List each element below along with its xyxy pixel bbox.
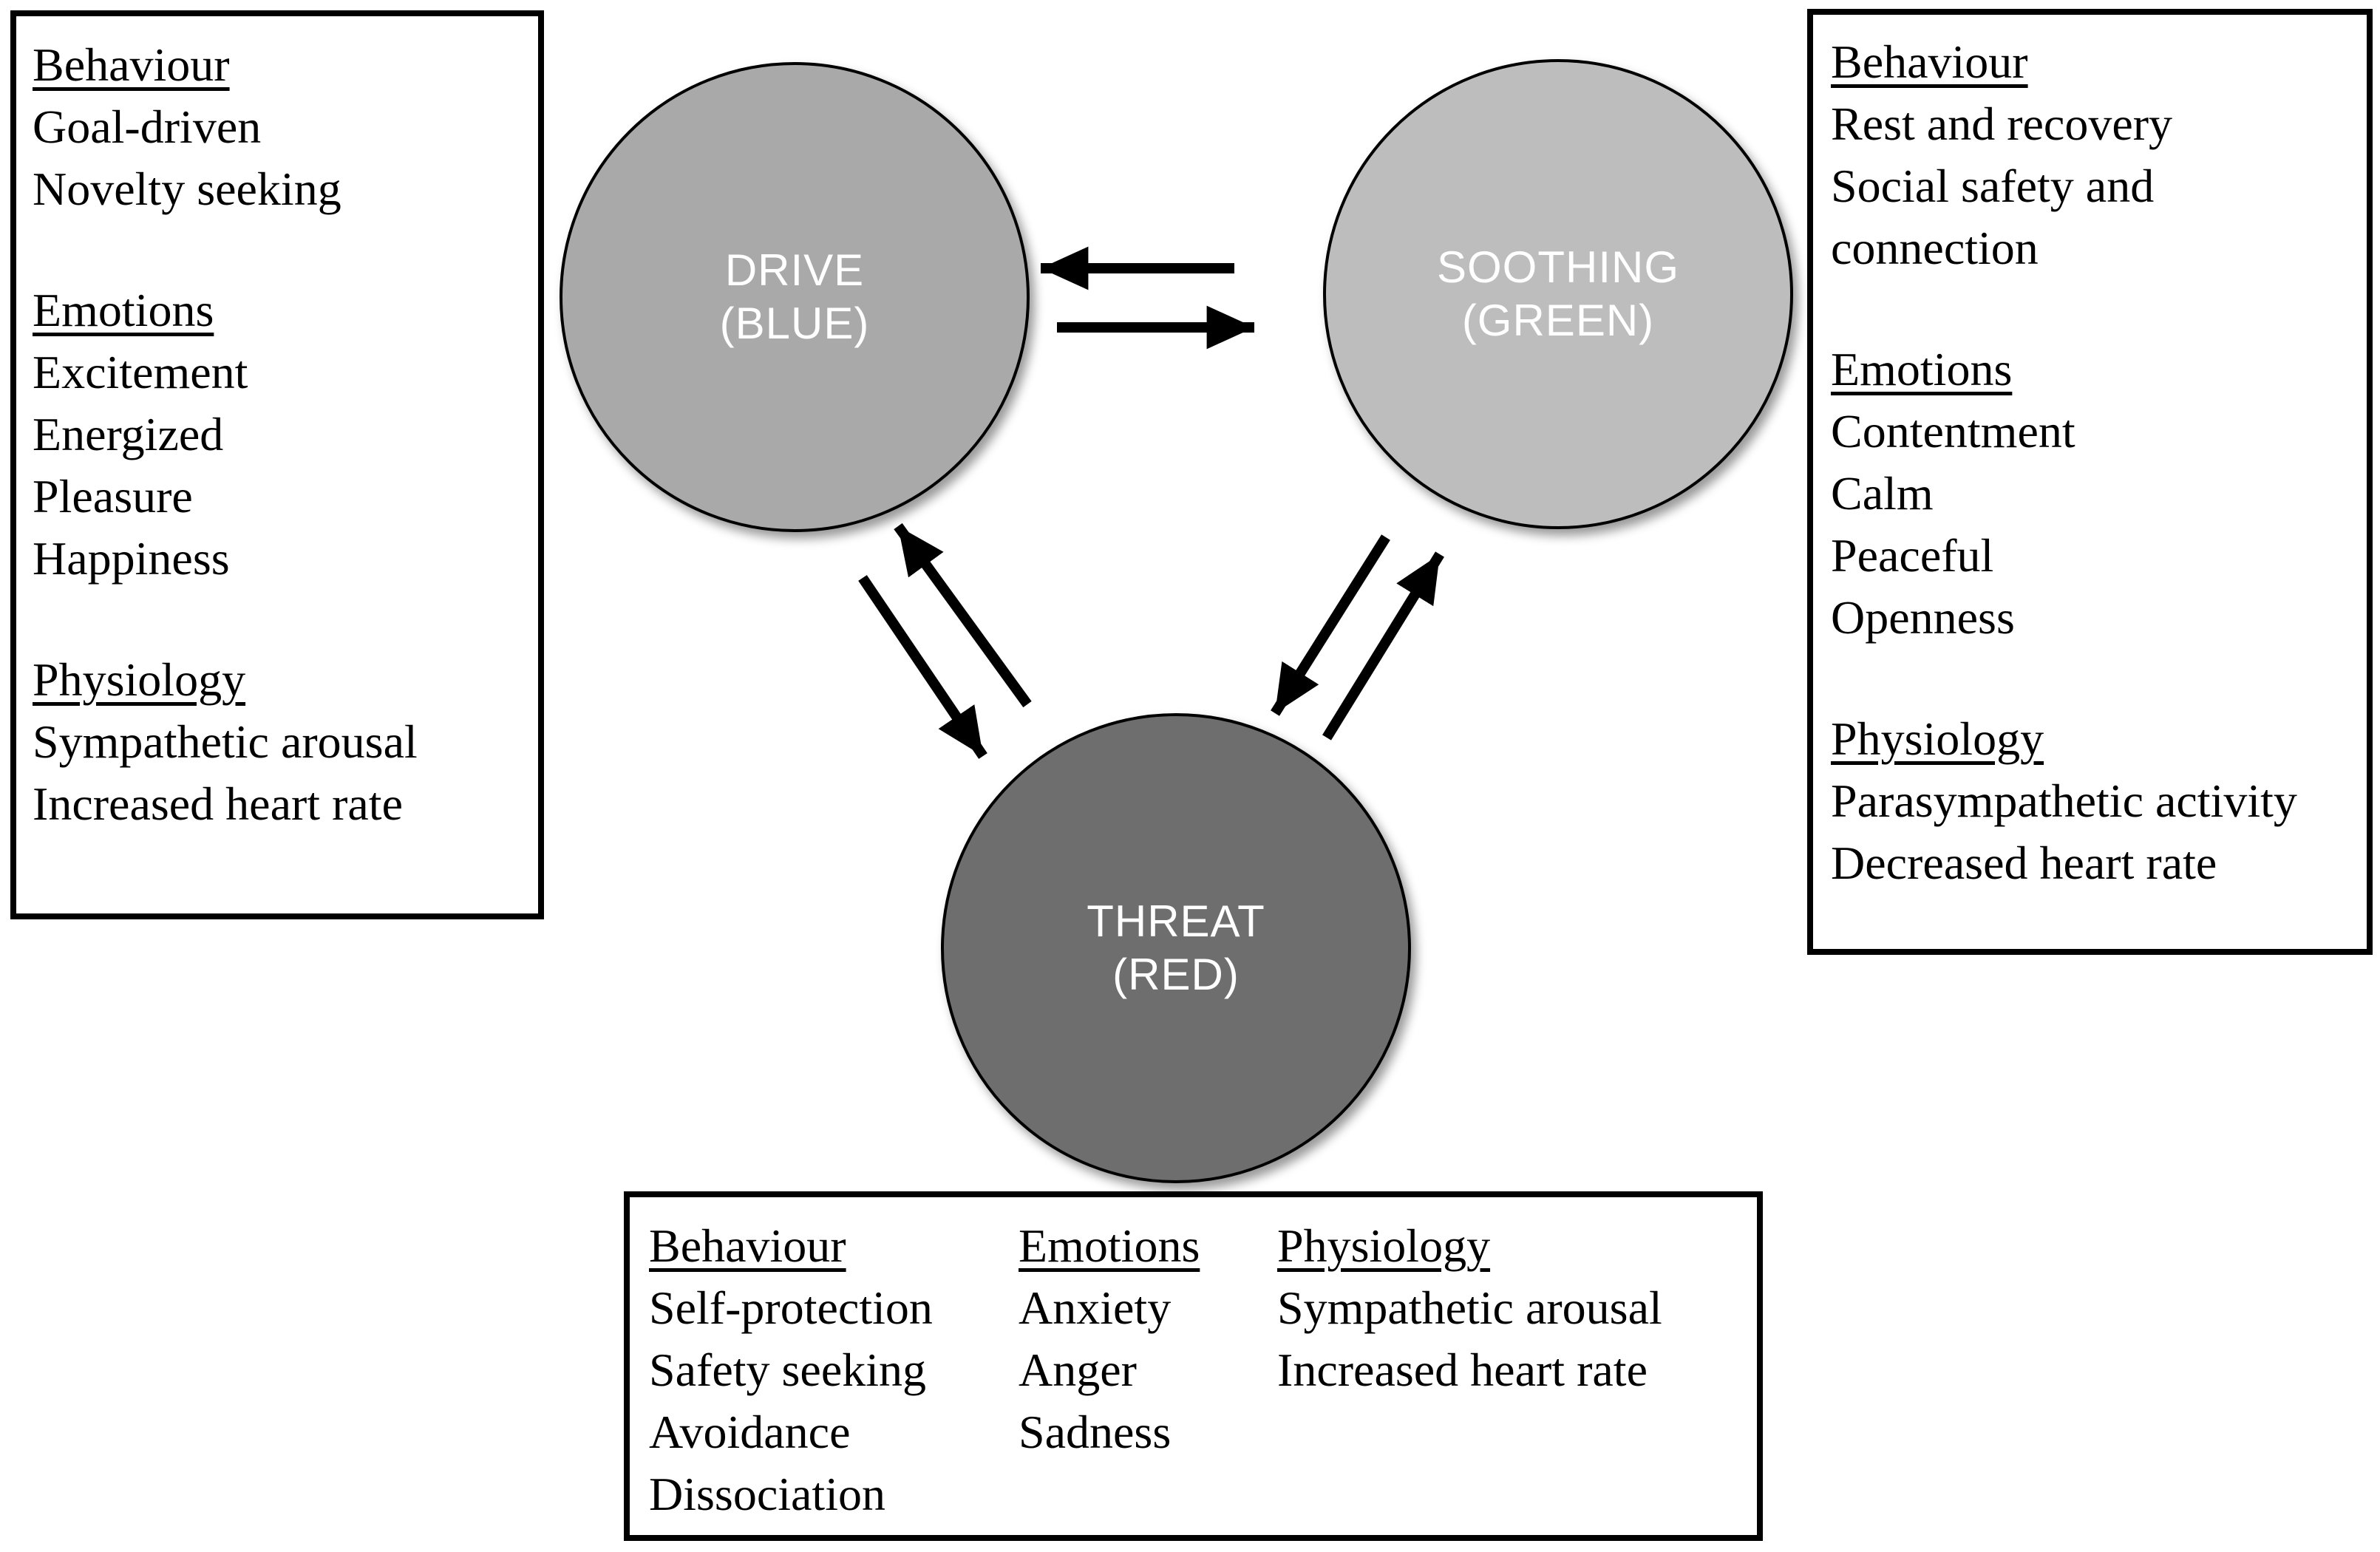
circle-soothing-label-line1: SOOTHING [1436,242,1679,292]
section-heading: Physiology [1277,1219,1491,1272]
section-heading: Physiology [33,653,246,706]
list-item: Increased heart rate [33,777,403,830]
list-item: Parasympathetic activity [1831,775,2297,827]
list-item: Avoidance [649,1406,851,1458]
arrow-soothing-to-threat [1271,534,1390,716]
circle-threat-label-line2: (RED) [1112,950,1240,999]
list-item: Sympathetic arousal [33,715,418,768]
section-heading: Physiology [1831,712,2044,765]
section-heading: Emotions [33,284,214,336]
list-item: Calm [1831,467,1934,520]
circle-drive-label-line1: DRIVE [724,245,865,295]
circle-soothing: SOOTHING (GREEN) [1323,59,1793,529]
list-item: Energized [33,408,224,460]
list-item: Sadness [1019,1406,1172,1458]
circle-threat: THREAT (RED) [941,713,1411,1183]
section-heading: Behaviour [649,1219,846,1272]
section-heading: Emotions [1831,343,2013,395]
list-item: Happiness [33,532,230,585]
arrow-threat-to-soothing [1322,551,1444,741]
list-item: Anger [1019,1344,1137,1396]
list-item: Novelty seeking [33,163,341,215]
list-item: Sympathetic arousal [1277,1282,1662,1334]
circle-drive-label-line2: (BLUE) [719,299,870,348]
list-item: Safety seeking [649,1344,926,1396]
list-item: Self-protection [649,1282,933,1334]
list-item: Contentment [1831,405,2075,457]
section-heading: Behaviour [33,38,230,91]
list-item: Rest and recovery [1831,98,2173,150]
list-item: Goal-driven [33,101,262,153]
list-item: Excitement [33,346,248,398]
list-item: Peaceful [1831,529,1994,582]
circle-threat-label-line1: THREAT [1087,896,1265,946]
arrow-threat-to-drive [894,523,1032,708]
section-heading: Emotions [1019,1219,1200,1272]
list-item: Dissociation [649,1468,885,1520]
list-item: Increased heart rate [1277,1344,1648,1396]
circle-drive: DRIVE (BLUE) [560,62,1030,532]
list-item: Social safety and [1831,160,2155,212]
list-item: Anxiety [1019,1282,1172,1334]
section-heading: Behaviour [1831,35,2028,88]
list-item: Decreased heart rate [1831,837,2217,889]
list-item: connection [1831,222,2039,274]
list-item: Openness [1831,591,2015,644]
list-item: Pleasure [33,470,193,523]
circle-soothing-label-line2: (GREEN) [1461,296,1655,345]
arrow-drive-to-threat [858,575,987,759]
